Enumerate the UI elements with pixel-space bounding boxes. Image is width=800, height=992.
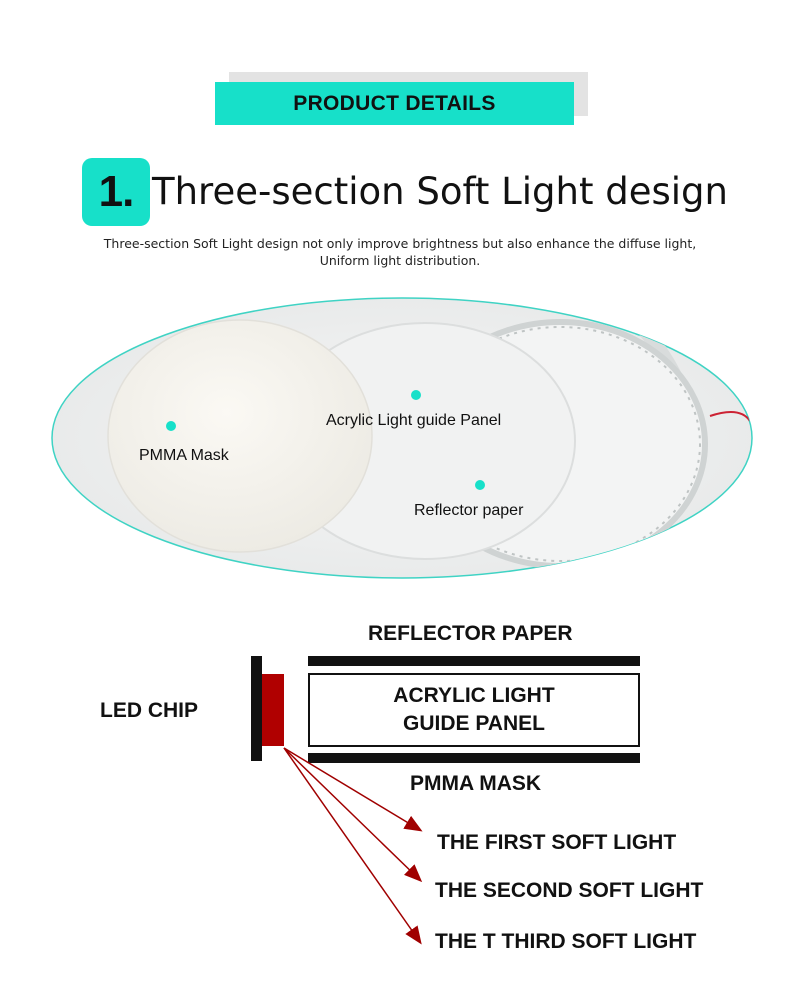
cross-section-diagram (251, 656, 640, 945)
marker-dot-reflector (475, 480, 485, 490)
label-reflector-paper: Reflector paper (414, 502, 524, 519)
diagram-acrylic-line1: ACRYLIC LIGHT (393, 684, 555, 707)
diagram-second-soft-light: THE SECOND SOFT LIGHT (435, 879, 704, 902)
diagram-acrylic-line2: GUIDE PANEL (403, 712, 545, 735)
ray-third (283, 747, 422, 945)
label-pmma-mask: PMMA Mask (139, 447, 229, 464)
diagram-reflector-paper: REFLECTOR PAPER (368, 622, 573, 645)
banner-title: PRODUCT DETAILS (293, 91, 496, 115)
section-description-line1: Three-section Soft Light design not only… (103, 236, 697, 251)
wires (709, 411, 751, 422)
section-number-badge: 1. (82, 158, 150, 226)
marker-dot-pmma (166, 421, 176, 431)
diagram-pmma-mask: PMMA MASK (410, 772, 542, 795)
ray-second (283, 747, 423, 883)
marker-dot-acrylic (411, 390, 421, 400)
pmma-bar (308, 753, 640, 763)
led-chip-block (262, 674, 284, 746)
panel-layers-photo (51, 297, 753, 579)
section-title: Three-section Soft Light design (152, 170, 728, 213)
acrylic-box (308, 673, 640, 747)
section-description-line2: Uniform light distribution. (319, 253, 481, 268)
label-acrylic-panel: Acrylic Light guide Panel (326, 412, 502, 429)
diagram-led-chip: LED CHIP (100, 699, 199, 722)
diagram-first-soft-light: THE FIRST SOFT LIGHT (437, 831, 677, 854)
led-strip (419, 326, 701, 562)
pmma-mask-disc (107, 319, 373, 553)
diagram-third-soft-light: THE T THIRD SOFT LIGHT (435, 930, 697, 953)
frame-bar (251, 656, 262, 761)
reflector-bar (308, 656, 640, 666)
product-details-banner: PRODUCT DETAILS (215, 82, 574, 125)
section-number: 1. (98, 167, 135, 216)
ray-first (283, 747, 423, 832)
